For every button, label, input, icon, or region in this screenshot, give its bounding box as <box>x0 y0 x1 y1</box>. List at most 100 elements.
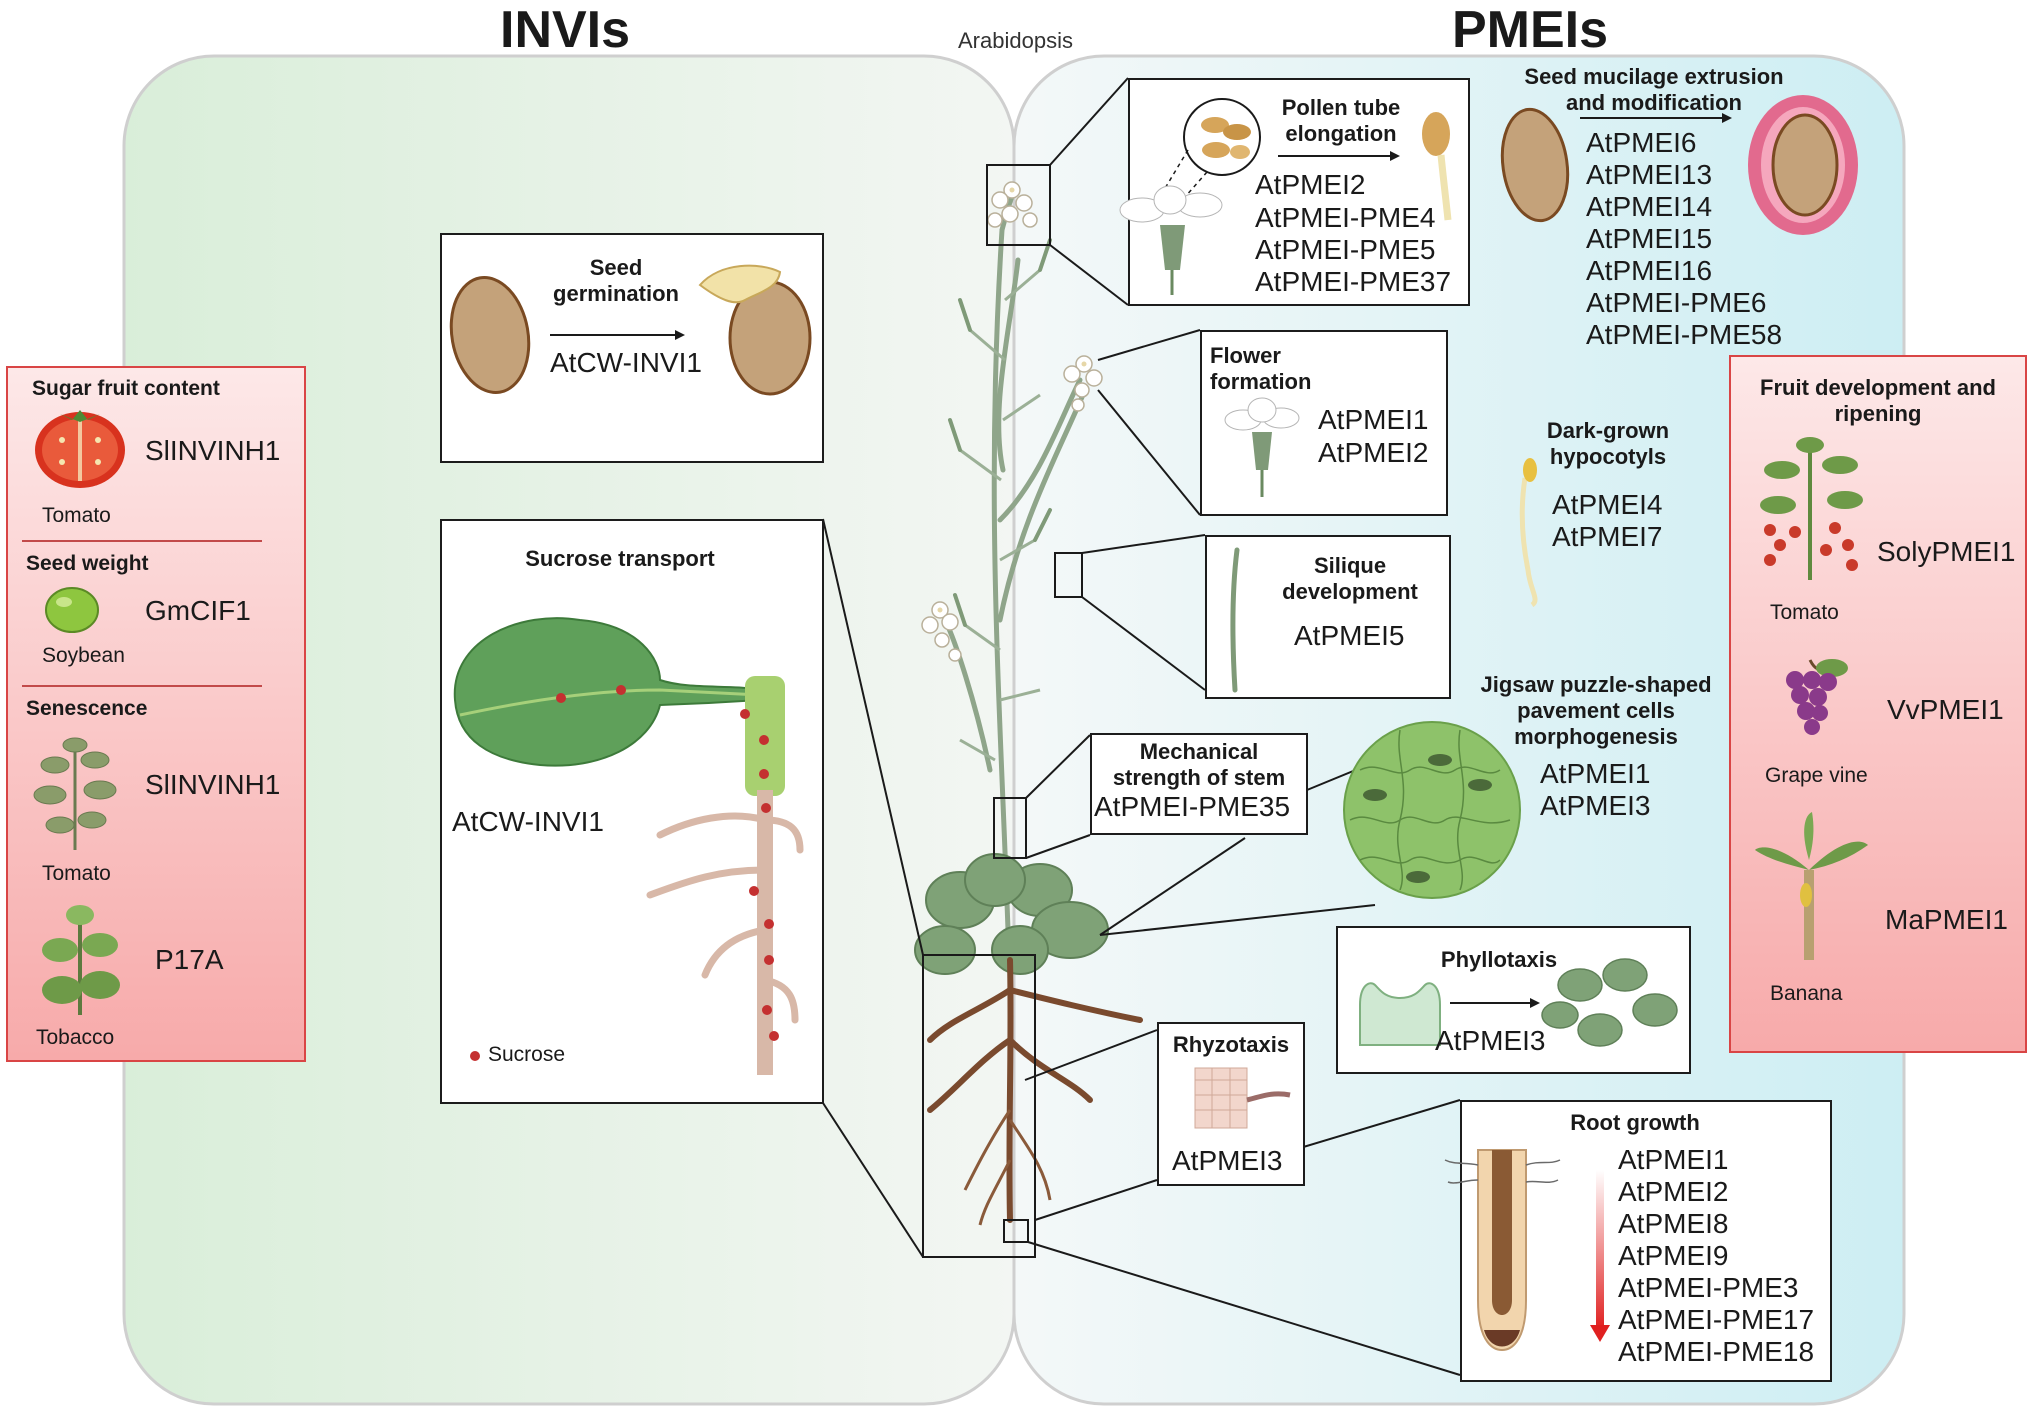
zoom-box-rosette-root <box>922 954 1036 1258</box>
tomato-plant-icon <box>1760 437 1863 580</box>
flower-formation-gene-2: AtPMEI2 <box>1318 437 1429 468</box>
pollen-tube-gene-1: AtPMEI2 <box>1255 169 1366 200</box>
sucrose-dots <box>470 685 779 1061</box>
seed-mucilage-gene-6: AtPMEI-PME6 <box>1586 287 1767 318</box>
root-growth-gene-1: AtPMEI1 <box>1618 1144 1729 1175</box>
sucrose-legend-label: Sucrose <box>488 1043 566 1066</box>
pollen-tube-title: Pollen tube elongation <box>1281 95 1401 146</box>
tobacco-plant-icon <box>42 905 120 1015</box>
mechanical-gene: AtPMEI-PME35 <box>1094 791 1291 822</box>
flower-icon <box>1119 185 1223 295</box>
pollen-tube-gene-3: AtPMEI-PME5 <box>1255 234 1436 265</box>
sucrose-transport-title: Sucrose transport <box>525 546 715 571</box>
seed-mucilage-gene-2: AtPMEI13 <box>1586 159 1713 190</box>
tomato-gene: SolyPMEI1 <box>1877 536 2016 567</box>
sucrose-transport-gene: AtCW-INVI1 <box>452 806 604 837</box>
grape-icon <box>1786 659 1848 735</box>
senescence-title: Senescence <box>26 697 148 720</box>
tomato-plant-icon <box>33 737 117 850</box>
banana-gene: MaPMEI1 <box>1885 904 2008 935</box>
pollen-grains-icon <box>1183 98 1261 176</box>
seed-with-mucilage-icon <box>1748 95 1858 235</box>
jigsaw-gene-1: AtPMEI1 <box>1540 758 1651 789</box>
seed-weight-species: Soybean <box>42 644 125 667</box>
silique-title: Silique development <box>1282 553 1418 604</box>
root-growth-gene-6: AtPMEI-PME17 <box>1618 1304 1815 1335</box>
root-growth-gene-3: AtPMEI8 <box>1618 1208 1729 1239</box>
seed-icon <box>1500 107 1570 223</box>
seed-weight-gene: GmCIF1 <box>145 595 251 626</box>
sugar-fruit-gene: SlINVINH1 <box>145 435 281 466</box>
root-growth-title: Root growth <box>1570 1110 1700 1135</box>
zoom-box-inflorescence <box>986 164 1051 246</box>
phyllotaxis-title: Phyllotaxis <box>1440 947 1558 972</box>
rhyzotaxis-title: Rhyzotaxis <box>1172 1032 1290 1057</box>
seed-mucilage-title: Seed mucilage extrusion and modification <box>1524 64 1784 115</box>
phyllotaxis-gene: AtPMEI3 <box>1435 1025 1546 1056</box>
zoom-box-root-tip <box>1003 1219 1029 1243</box>
seed-germination-title: Seed germination <box>553 255 679 306</box>
root-growth-gene-2: AtPMEI2 <box>1618 1176 1729 1207</box>
root-growth-gene-5: AtPMEI-PME3 <box>1618 1272 1799 1303</box>
pollen-tube-gene-2: AtPMEI-PME4 <box>1255 202 1436 233</box>
senescence-species: Tomato <box>42 862 111 885</box>
seed-weight-title: Seed weight <box>26 552 149 575</box>
tobacco-gene: P17A <box>155 944 224 975</box>
seed-germination-gene: AtCW-INVI1 <box>550 347 702 378</box>
rhyzotaxis-gene: AtPMEI3 <box>1172 1145 1283 1176</box>
seed-mucilage-gene-4: AtPMEI15 <box>1586 223 1713 254</box>
pollen-tube-gene-4: AtPMEI-PME37 <box>1255 266 1452 297</box>
sugar-fruit-species: Tomato <box>42 504 111 527</box>
seed-mucilage-gene-3: AtPMEI14 <box>1586 191 1713 222</box>
pavement-cells-icon <box>1343 721 1521 899</box>
meristem-icon <box>1359 982 1441 1046</box>
mechanical-box <box>1090 733 1308 835</box>
hypocotyls-gene-2: AtPMEI7 <box>1552 521 1663 552</box>
sugar-fruit-title: Sugar fruit content <box>32 377 220 400</box>
root-cells-icon <box>1194 1067 1291 1129</box>
tomato-icon <box>35 410 125 488</box>
jigsaw-title: Jigsaw puzzle-shaped pavement cells morp… <box>1480 672 1712 749</box>
seed-mucilage-gene-1: AtPMEI6 <box>1586 127 1697 158</box>
jigsaw-gene-2: AtPMEI3 <box>1540 790 1651 821</box>
pollen-tube-icon <box>1422 112 1452 221</box>
root-growth-gene-7: AtPMEI-PME18 <box>1618 1336 1815 1367</box>
seed-mucilage-gene-7: AtPMEI-PME58 <box>1586 319 1783 350</box>
seed-icon <box>449 276 531 394</box>
zoom-box-stem <box>993 797 1027 859</box>
hypocotyls-gene-1: AtPMEI4 <box>1552 489 1663 520</box>
invis-header: INVIs <box>500 1 631 59</box>
pmeis-header: PMEIs <box>1452 1 1609 59</box>
senescence-gene: SlINVINH1 <box>145 769 281 800</box>
flower-formation-gene-1: AtPMEI1 <box>1318 404 1429 435</box>
rosette-icon <box>1541 958 1678 1047</box>
flower-formation-title: Flower formation <box>1210 343 1312 394</box>
soybean-icon <box>45 587 99 633</box>
zoom-box-silique <box>1054 552 1083 598</box>
fruit-panel-title: Fruit development and ripening <box>1760 375 1996 426</box>
seedling-icon <box>1519 458 1538 608</box>
root-tip-icon <box>1444 1149 1561 1352</box>
grape-gene: VvPMEI1 <box>1887 694 2004 725</box>
tobacco-species: Tobacco <box>36 1026 115 1049</box>
root-growth-gene-4: AtPMEI9 <box>1618 1240 1729 1271</box>
germinating-seed-icon <box>698 264 812 396</box>
hypocotyls-title: Dark-grown hypocotyls <box>1546 418 1670 469</box>
grape-species: Grape vine <box>1765 764 1868 787</box>
pollen-tube-box <box>1128 78 1470 306</box>
silique-box <box>1205 535 1451 699</box>
banana-plant-icon <box>1755 812 1868 960</box>
silique-icon <box>1230 547 1240 693</box>
flower-icon <box>1224 397 1300 497</box>
